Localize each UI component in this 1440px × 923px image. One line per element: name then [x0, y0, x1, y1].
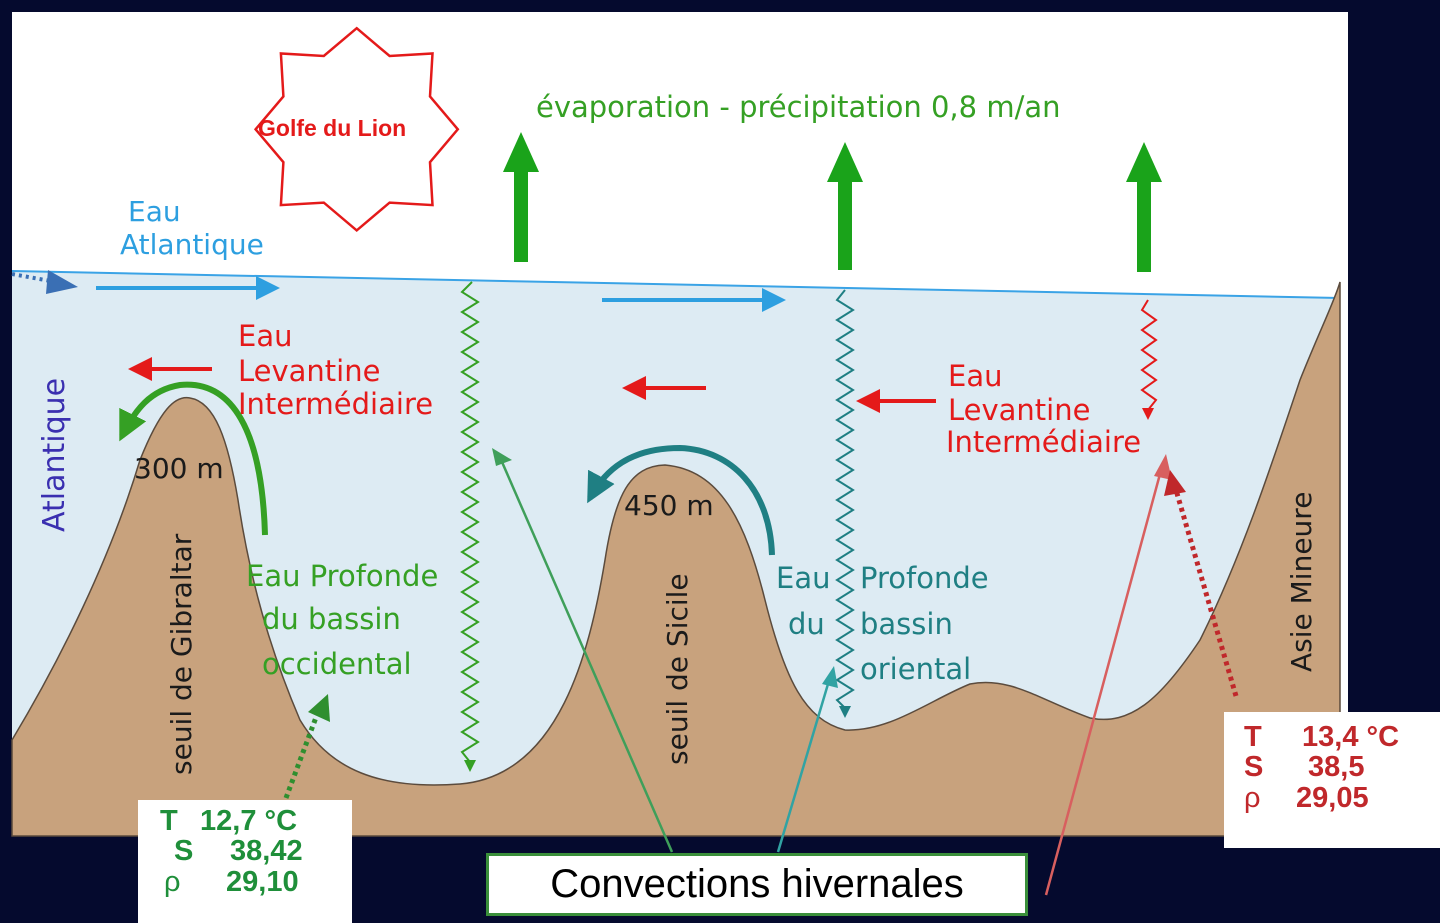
east-rho-value: 29,05	[1296, 781, 1369, 814]
convection-pointer-east-head	[822, 666, 838, 688]
east-deep-label-profonde: Profonde	[860, 561, 989, 595]
atlantique-vertical-label: Atlantique	[37, 377, 72, 532]
west-rho-value: 29,10	[226, 865, 299, 898]
east-deep-label-eau: Eau	[776, 561, 831, 595]
east-deep-label-du: du	[788, 607, 825, 641]
evaporation-arrow	[827, 142, 863, 270]
levantine-west-label-2: Levantine	[238, 354, 381, 388]
west-t-value: 12,7 °C	[200, 805, 298, 837]
convections-hivernales-label: Convections hivernales	[550, 862, 964, 906]
sea-floor	[11, 281, 1341, 837]
west-deep-label-2: du bassin	[262, 602, 401, 636]
convection-zigzag-west-arrowhead	[464, 760, 476, 772]
levantine-east-label-3: Intermédiaire	[946, 425, 1142, 459]
atlantic-inflow-arrowhead	[46, 270, 78, 294]
east-deep-label-bassin: bassin	[860, 607, 953, 641]
west-s-value: 38,42	[230, 835, 303, 868]
west-deep-label-1: Eau Profonde	[246, 559, 439, 593]
western-overflow-curved-arrow	[119, 381, 268, 536]
levantine-east-label-1: Eau	[948, 359, 1003, 393]
convection-zigzag-west	[460, 281, 480, 763]
levantine-west-label-1: Eau	[238, 319, 293, 353]
convection-pointer-levantine	[1044, 473, 1162, 896]
convection-zigzag-levantine-arrowhead	[1142, 408, 1154, 420]
convection-zigzag-east	[835, 289, 855, 709]
asie-mineure-label: Asie Mineure	[1285, 491, 1318, 672]
west-s-label: S	[174, 835, 194, 868]
golfe-du-lion-label: Golfe du Lion	[258, 115, 407, 141]
convection-pointer-west-head	[492, 448, 512, 466]
convection-zigzag-east-arrowhead	[839, 706, 851, 718]
convection-pointer-levantine-head	[1154, 454, 1172, 480]
seuil-sicile-label: seuil de Sicile	[661, 573, 694, 765]
evaporation-arrow	[1126, 142, 1162, 272]
east-t-label: T	[1244, 721, 1262, 753]
east-deep-label-oriental: oriental	[860, 652, 972, 686]
convection-zigzag-levantine	[1140, 299, 1158, 411]
east-t-value: 13,4 °C	[1302, 721, 1400, 753]
levantine-east-label-2: Levantine	[948, 393, 1091, 427]
east-s-label: S	[1244, 751, 1264, 784]
levantine-dotted-pointer	[1173, 489, 1239, 697]
gibraltar-depth-label: 300 m	[134, 452, 224, 485]
evaporation-label: évaporation - précipitation 0,8 m/an	[536, 90, 1061, 124]
atlantic-water-label-2: Atlantique	[120, 228, 264, 261]
east-s-value: 38,5	[1308, 751, 1365, 784]
west-deep-dotted-pointer-head	[308, 694, 330, 722]
convections-hivernales-box: Convections hivernales	[486, 853, 1028, 916]
east-rho-label: ρ	[1244, 781, 1261, 814]
atlantic-water-label-1: Eau	[128, 195, 181, 228]
seuil-gibraltar-label: seuil de Gibraltar	[165, 533, 198, 775]
convection-pointer-east	[776, 683, 830, 853]
evaporation-arrow	[503, 132, 539, 262]
levantine-west-label-3: Intermédiaire	[238, 387, 434, 421]
west-deep-properties-box: T 12,7 °C S 38,42 ρ 29,10	[138, 800, 352, 923]
eastern-overflow-curved-arrow	[587, 444, 775, 556]
convection-pointer-west	[500, 461, 674, 853]
west-deep-label-3: occidental	[262, 647, 412, 681]
sea-surface-line	[11, 270, 1341, 299]
levantine-dotted-pointer-head	[1164, 470, 1186, 496]
sicile-depth-label: 450 m	[624, 489, 714, 522]
west-rho-label: ρ	[164, 865, 181, 898]
west-t-label: T	[160, 805, 178, 837]
east-levantine-properties-box: T 13,4 °C S 38,5 ρ 29,05	[1224, 712, 1440, 848]
golfe-du-lion-star	[253, 26, 460, 233]
